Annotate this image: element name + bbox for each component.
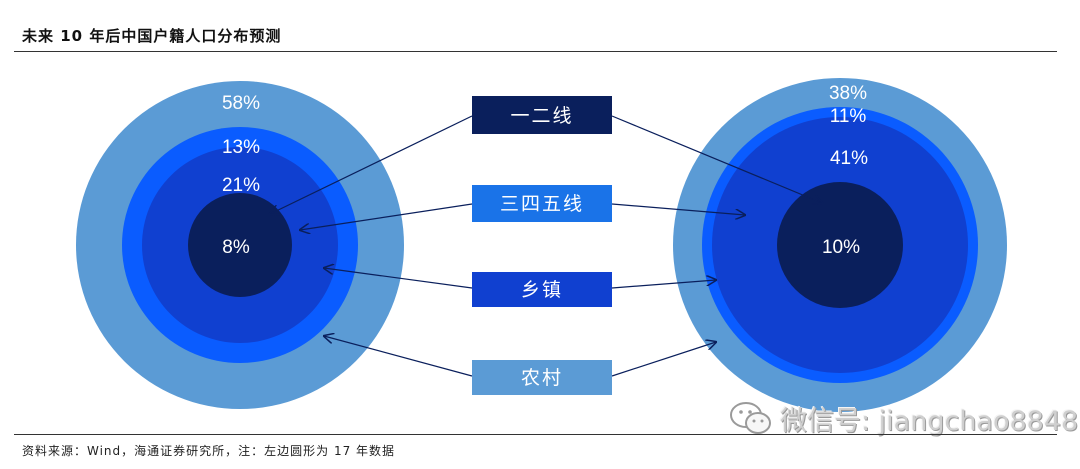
left-rural-pct: 58% (222, 93, 260, 114)
right-tier12-core (777, 182, 903, 308)
arrow-rural-left (324, 336, 473, 377)
watermark: 微信号: jiangchao8848 (728, 398, 1078, 438)
arrow-tier12-left (270, 115, 473, 214)
left-circle-group: 58% 13% 21% 8% (76, 81, 404, 409)
arrow-tier345-left (300, 203, 473, 230)
box-town-label: 乡镇 (521, 279, 563, 301)
source-rule (14, 434, 1057, 435)
left-town-pct: 13% (222, 137, 260, 158)
box-rural-label: 农村 (521, 367, 563, 389)
arrow-tier345-right (611, 203, 745, 215)
box-tier345 (472, 185, 612, 222)
box-tier12-label: 一二线 (510, 105, 573, 127)
page-title: 未来 10 年后中国户籍人口分布预测 (22, 27, 282, 45)
arrows (270, 115, 822, 377)
box-rural (472, 360, 612, 395)
watermark-text: 微信号: jiangchao8848 (780, 405, 1079, 437)
box-town (472, 272, 612, 307)
arrow-town-right (611, 280, 716, 289)
source-note: 资料来源：Wind，海通证券研究所，注：左边圆形为 17 年数据 (22, 444, 396, 458)
box-tier12 (472, 96, 612, 134)
right-tier12-pct: 10% (822, 237, 860, 258)
title-rule (14, 51, 1057, 52)
right-tier345-pct: 41% (830, 148, 868, 169)
right-rural-pct: 38% (829, 83, 867, 104)
wechat-icon (730, 402, 771, 434)
category-boxes: 一二线 三四五线 乡镇 农村 (472, 96, 612, 395)
left-tier12-pct: 8% (222, 237, 250, 258)
box-tier345-label: 三四五线 (500, 193, 584, 215)
left-tier345-pct: 21% (222, 175, 260, 196)
right-town-pct: 11% (830, 106, 867, 127)
arrow-rural-right (611, 342, 716, 377)
arrow-town-left (324, 268, 473, 289)
arrow-tier12-right (611, 115, 822, 203)
left-tier12-core (188, 193, 292, 297)
right-circle-group: 38% 11% 41% 10% (673, 78, 1007, 412)
